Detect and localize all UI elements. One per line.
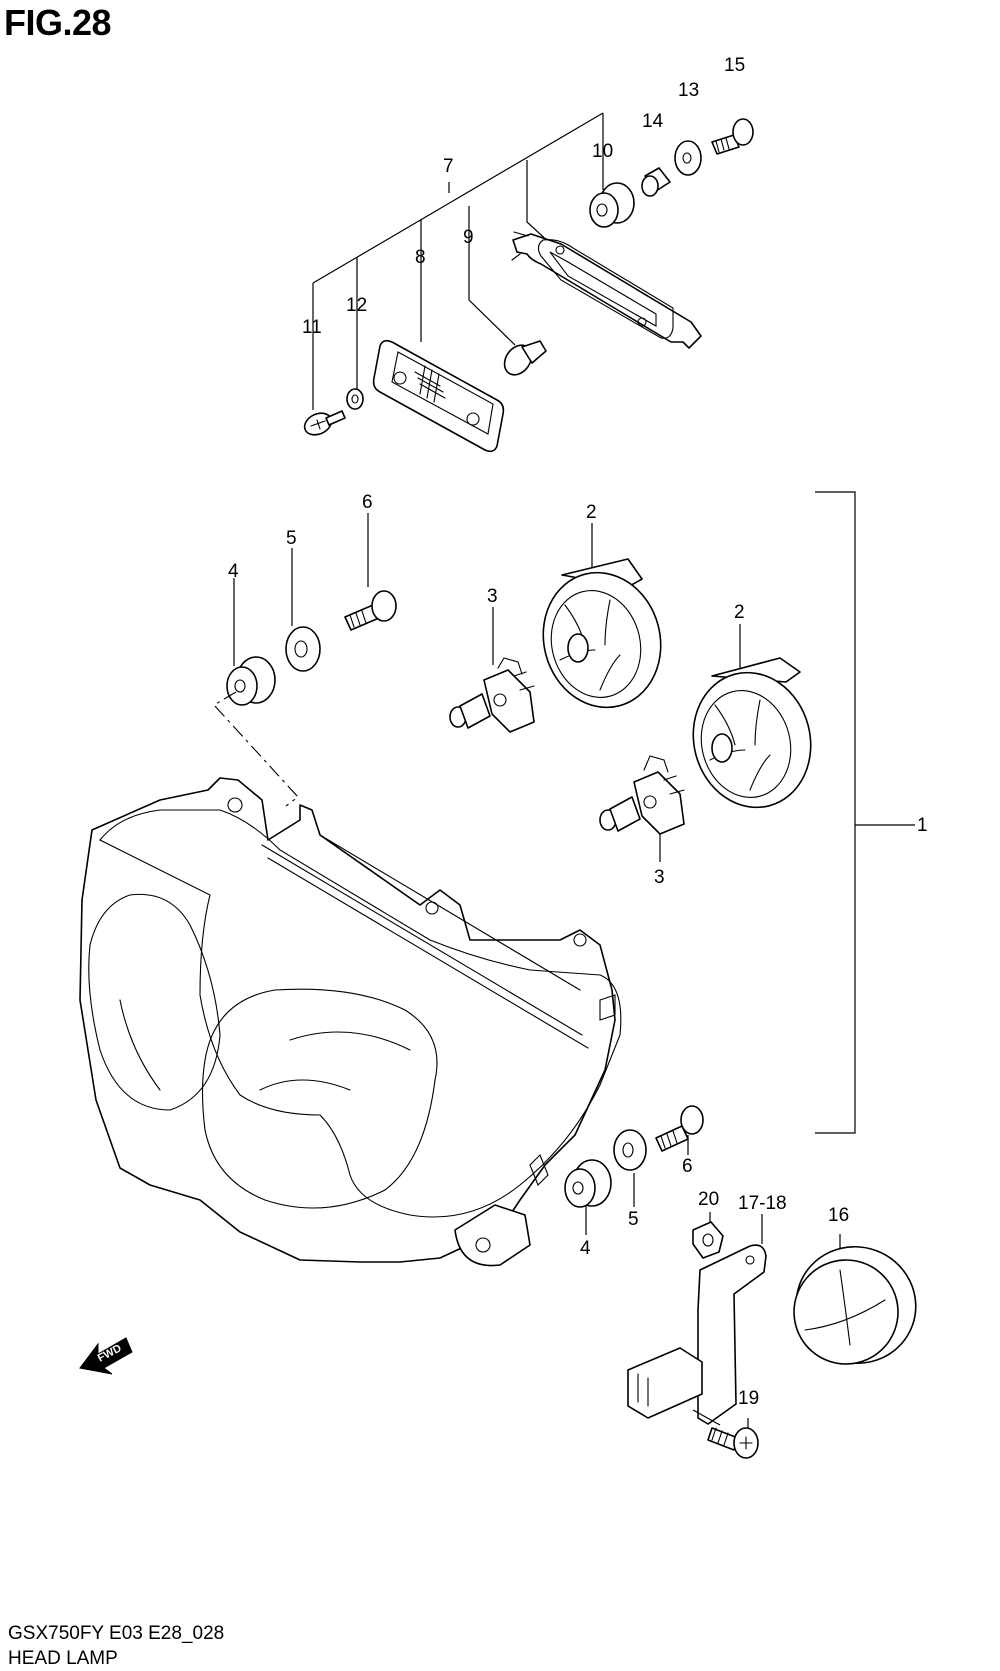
callout-4: 4 — [228, 561, 239, 582]
callout-6: 6 — [682, 1156, 693, 1177]
grommet-10 — [589, 182, 635, 228]
callout-2: 2 — [586, 502, 597, 523]
nut-20 — [692, 1221, 724, 1259]
callout-5: 5 — [286, 528, 297, 549]
cap-16 — [793, 1245, 917, 1365]
grommet-4-lower — [564, 1159, 612, 1208]
figure-name: HEAD LAMP — [8, 1648, 118, 1669]
callout-11: 11 — [302, 317, 322, 338]
callout-13: 13 — [678, 80, 699, 101]
bolt-6-upper — [344, 590, 397, 631]
figure-title: FIG.28 — [4, 2, 112, 43]
callout-labels: 1 2 2 3 3 4 4 5 5 6 6 7 8 9 10 11 12 13 … — [228, 55, 928, 1409]
callout-14: 14 — [642, 111, 664, 132]
washer-5-upper — [285, 626, 321, 672]
callout-9: 9 — [463, 227, 474, 248]
position-lamp-group — [303, 112, 754, 453]
callout-12: 12 — [346, 295, 367, 316]
callout-7: 7 — [443, 156, 454, 177]
callout-20: 20 — [698, 1189, 719, 1210]
callout-6: 6 — [362, 492, 373, 513]
washer-5-lower — [613, 1129, 647, 1171]
screw-19 — [707, 1427, 759, 1459]
model-code: GSX750FY E03 E28_028 — [8, 1623, 225, 1644]
callout-4: 4 — [580, 1238, 591, 1259]
callout-17-18: 17-18 — [738, 1193, 787, 1214]
lamp-socket-plate — [511, 231, 702, 349]
callout-3: 3 — [487, 586, 498, 607]
callout-5: 5 — [628, 1209, 639, 1230]
callout-2: 2 — [734, 602, 745, 623]
socket-cover-2-lower — [692, 657, 812, 809]
bulb-9 — [503, 340, 547, 376]
headlamp-housing — [79, 777, 622, 1267]
washer-12 — [346, 388, 364, 410]
bracket-17-18 — [627, 1244, 767, 1425]
bulb-3-upper — [449, 657, 535, 733]
bulb-3-lower — [599, 755, 685, 835]
bolt-15 — [711, 118, 754, 155]
washer-13 — [674, 140, 702, 176]
callout-15: 15 — [724, 55, 745, 76]
fwd-arrow-icon: FWD — [79, 1337, 133, 1375]
callout-1: 1 — [917, 815, 928, 836]
callout-3: 3 — [654, 867, 665, 888]
callout-10: 10 — [592, 141, 613, 162]
bolt-6-lower — [655, 1105, 704, 1152]
callout-8: 8 — [415, 247, 426, 268]
position-lamp-lens-8 — [372, 339, 505, 453]
collar-14 — [641, 167, 671, 197]
callout-19: 19 — [738, 1388, 759, 1409]
grommet-4-upper — [226, 656, 276, 706]
screw-11 — [303, 410, 346, 436]
assembly-bracket-1 — [815, 491, 856, 1134]
callout-16: 16 — [828, 1205, 849, 1226]
socket-cover-2-upper — [542, 558, 662, 709]
